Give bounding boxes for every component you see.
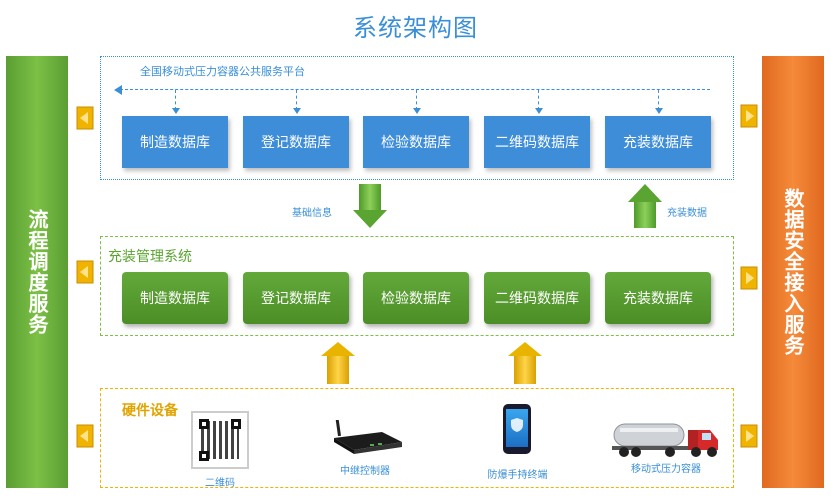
- qrcode-caption: 二维码: [205, 478, 235, 489]
- filling-data-label: 充装数据: [667, 208, 707, 219]
- platform-branch-arrowhead-3: [413, 108, 421, 114]
- process-scheduling-service-label: 流程调度服务: [25, 209, 49, 335]
- relay-controller-icon: [333, 420, 402, 454]
- platform-db-registration: 登记数据库: [243, 116, 349, 168]
- process-scheduling-service-bar: 流程调度服务: [6, 56, 68, 488]
- platform-branch-arrowhead-5: [655, 108, 663, 114]
- mobile-pressure-vessel-caption: 移动式压力容器: [631, 464, 701, 475]
- shield-icon: [511, 418, 523, 432]
- platform-flow-arrowhead: [114, 85, 122, 95]
- basic-info-down-arrow: [353, 184, 387, 230]
- qrcode-icon: [191, 411, 249, 469]
- relay-controller-caption: 中继控制器: [340, 466, 390, 477]
- handheld-terminal-icon: [503, 404, 531, 454]
- hardware-label: 硬件设备: [122, 403, 178, 419]
- platform-db-filling: 充装数据库: [605, 116, 711, 168]
- left-connector-arrow-top: [76, 106, 94, 130]
- data-security-access-service-label: 数据安全接入服务: [781, 188, 805, 356]
- platform-branch-line-4: [538, 90, 539, 110]
- platform-branch-arrowhead-1: [172, 108, 180, 114]
- filling-data-up-arrow: [628, 184, 662, 230]
- data-security-access-service-bar: 数据安全接入服务: [762, 56, 824, 488]
- platform-branch-line-1: [175, 90, 176, 110]
- platform-db-qrcode: 二维码数据库: [484, 116, 590, 168]
- right-connector-arrow-top: [740, 104, 758, 128]
- platform-label: 全国移动式压力容器公共服务平台: [140, 65, 305, 78]
- right-connector-arrow-bottom: [740, 424, 758, 448]
- management-system-label: 充装管理系统: [108, 249, 192, 265]
- hardware-layer-frame: [100, 388, 734, 488]
- platform-branch-line-5: [658, 90, 659, 110]
- platform-db-manufacturing: 制造数据库: [122, 116, 228, 168]
- platform-branch-arrowhead-4: [535, 108, 543, 114]
- handheld-terminal-caption: 防爆手持终端: [487, 470, 548, 481]
- left-connector-arrow-middle: [76, 260, 94, 284]
- hardware-up-arrow-left: [321, 342, 355, 384]
- hardware-up-arrow-right: [508, 342, 542, 384]
- tanker-truck-icon: [612, 423, 718, 457]
- diagram-title: 系统架构图: [353, 14, 478, 42]
- management-layer-frame: [100, 236, 734, 336]
- platform-branch-line-2: [296, 90, 297, 110]
- platform-branch-arrowhead-2: [293, 108, 301, 114]
- basic-info-label: 基础信息: [292, 208, 332, 219]
- platform-db-inspection: 检验数据库: [363, 116, 469, 168]
- management-db-manufacturing: 制造数据库: [122, 272, 228, 324]
- management-db-inspection: 检验数据库: [363, 272, 469, 324]
- platform-layer-frame: [100, 56, 734, 180]
- management-db-qrcode: 二维码数据库: [484, 272, 590, 324]
- management-db-registration: 登记数据库: [243, 272, 349, 324]
- left-connector-arrow-bottom: [76, 424, 94, 448]
- platform-flow-line: [120, 89, 710, 90]
- platform-branch-line-3: [416, 90, 417, 110]
- right-connector-arrow-middle: [740, 266, 758, 290]
- management-db-filling: 充装数据库: [605, 272, 711, 324]
